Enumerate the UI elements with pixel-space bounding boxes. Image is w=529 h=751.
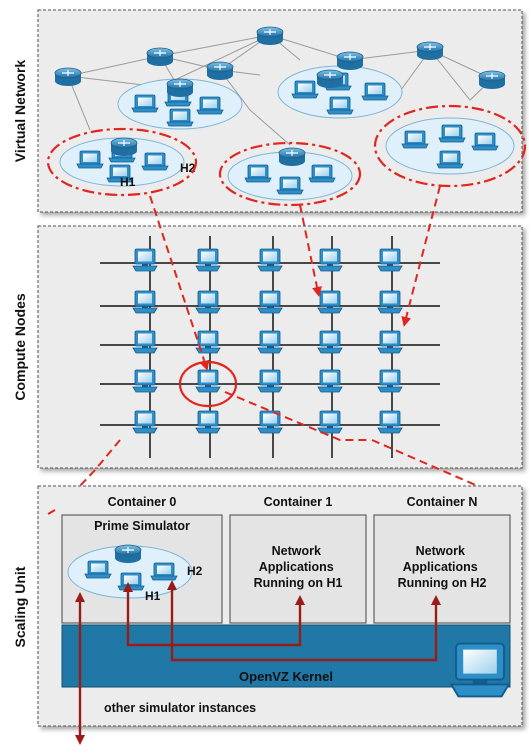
container-n-line-3: Running on H2 [398, 576, 487, 590]
compute-node-icon [257, 330, 283, 354]
virtual-network-label: Virtual Network [12, 60, 28, 163]
compute-node-icon [132, 369, 158, 393]
partition-outlines [46, 104, 527, 207]
mapping-arrows [61, 185, 511, 506]
compute-node-icon [377, 248, 403, 272]
compute-node-icon [317, 290, 343, 314]
cloud-top-right [277, 65, 403, 119]
container-mapping-dashes [47, 509, 56, 515]
router-icon [146, 47, 174, 67]
openvz-kernel-label: OpenVZ Kernel [239, 669, 333, 684]
compute-node-icon [195, 410, 221, 434]
router-icon [256, 26, 284, 46]
compute-node-icon [257, 290, 283, 314]
connection-arrows [75, 580, 441, 745]
host-computer-icon [450, 642, 510, 698]
compute-nodes-label: Compute Nodes [12, 293, 28, 401]
container-n-header: Container N [407, 495, 478, 509]
container-1-line-2: Applications [259, 560, 334, 574]
compute-node-icon [195, 248, 221, 272]
compute-nodes-panel: Compute Nodes [12, 225, 523, 469]
vn-h2-label: H2 [180, 161, 196, 175]
vn-h1-label: H1 [120, 175, 136, 189]
router-icon [336, 51, 364, 71]
router-icon [416, 41, 444, 61]
compute-node-icon [132, 330, 158, 354]
compute-node-icon [317, 410, 343, 434]
compute-node-icon [377, 369, 403, 393]
compute-node-icon [317, 369, 343, 393]
compute-node-icon [195, 290, 221, 314]
router-icon [54, 67, 82, 87]
container-n-box [373, 514, 511, 624]
compute-node-icon [257, 369, 283, 393]
scaling-unit-panel: Scaling Unit Container 0 Container 1 Con… [12, 485, 523, 727]
container-1-header: Container 1 [264, 495, 333, 509]
cloud-top-left [117, 78, 243, 130]
other-simulator-instances: other simulator instances [104, 701, 256, 715]
compute-node-icon [377, 290, 403, 314]
prime-simulator-title: Prime Simulator [94, 519, 190, 533]
virtual-network-panel: Virtual Network H1 H2 [12, 9, 527, 213]
container-1-box [229, 514, 367, 624]
cloud-bottom-center [227, 147, 353, 201]
container-0-header: Container 0 [108, 495, 177, 509]
compute-node-icon [257, 248, 283, 272]
sim-h1-label: H1 [145, 589, 161, 603]
compute-node-icon [195, 369, 221, 393]
router-icon [478, 70, 506, 90]
compute-node-icon [317, 248, 343, 272]
scaling-unit-label: Scaling Unit [12, 566, 28, 647]
container-1-line-1: Network [272, 544, 321, 558]
sim-h2-label: H2 [187, 564, 203, 578]
compute-node-icon [132, 248, 158, 272]
compute-node-icon [377, 410, 403, 434]
router-icon [206, 61, 234, 81]
compute-node-icon [132, 410, 158, 434]
container-n-line-2: Applications [403, 560, 478, 574]
container-n-line-1: Network [416, 544, 465, 558]
container-1-line-3: Running on H1 [254, 576, 343, 590]
compute-node-icon [377, 330, 403, 354]
cloud-right [385, 117, 515, 175]
compute-node-icon [317, 330, 343, 354]
compute-node-icon [132, 290, 158, 314]
